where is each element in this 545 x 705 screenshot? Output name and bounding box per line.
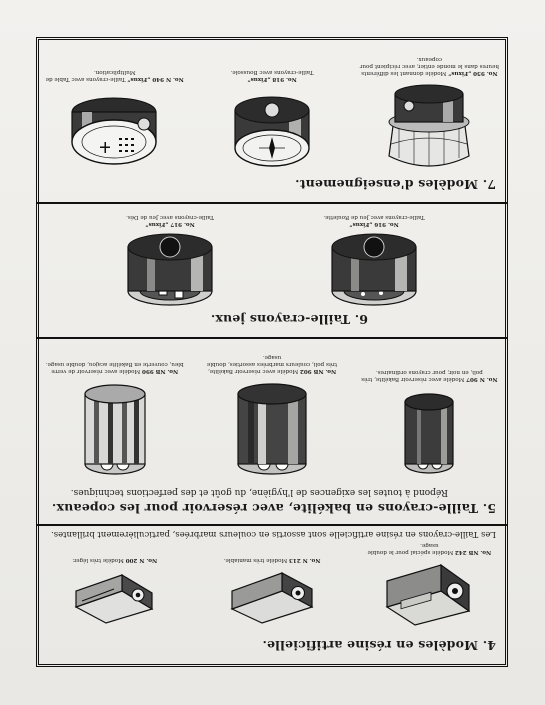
product-caption: No. N 907 Modèle avec réservoir Bakélite… [359, 368, 499, 382]
product-caption: No. NB 902 Modèle avec réservoir Bakélit… [202, 353, 342, 374]
product-item: No. N 200 Modèle très léger. [45, 556, 185, 631]
catalogue-sheet: 4. Modèles en résine artificielle. No. N… [36, 37, 508, 667]
section-7-teaching: 7. Modèles d'enseignement. No. 950 „Fixu… [36, 37, 508, 202]
product-item: No. 950 „Fixus“ Modèle donnant les diffé… [359, 55, 499, 172]
product-text: Taille-crayons avec Jeu de Roulette. [323, 214, 425, 220]
product-item: No. 916 „Fixus“Taille-crayons avec Jeu d… [304, 213, 444, 309]
product-text: Taille-crayons avec Boussole. [230, 69, 314, 75]
product-row: No. N 907 Modèle avec réservoir Bakélite… [36, 353, 508, 478]
section-title: 5. Taille-crayons en bakélite, avec rése… [51, 501, 496, 516]
product-code: No. N 200 [125, 557, 158, 563]
product-text: Modèle très léger. [72, 557, 124, 563]
product-caption: No. 950 „Fixus“ Modèle donnant les diffé… [359, 55, 499, 76]
product-text: Modèle spécial pour le double usage. [367, 542, 454, 555]
product-caption: No. NB 242 Modèle spécial pour le double… [359, 541, 499, 555]
product-code: No. 916 „Fixus“ [349, 221, 399, 227]
product-code: No. NB 242 [454, 549, 492, 555]
compass-sharpener-icon [234, 96, 310, 167]
product-code: No. N 213 [289, 557, 321, 563]
product-row: No. 950 „Fixus“ Modèle donnant les diffé… [36, 55, 508, 172]
section-title: 6. Taille-crayons jeux. [210, 312, 368, 327]
product-caption: No. N 940 „Fixus“ Taille-crayons avec Ta… [45, 68, 185, 82]
product-caption: No. 917 „Fixus“Taille-crayons avec Jeu d… [100, 213, 240, 227]
product-caption: No. N 200 Modèle très léger. [45, 556, 185, 563]
canister-sharpener-icon [404, 393, 454, 474]
product-caption: No. NB 990 Modèle avec réservoir de verr… [45, 360, 185, 374]
roulette-sharpener-icon [331, 233, 417, 306]
product-text: Taille-crayons avec Table de Multiplicat… [45, 69, 136, 82]
product-item: No. NB 242 Modèle spécial pour le double… [359, 541, 499, 631]
product-code: No. NB 902 [299, 368, 337, 374]
product-code: No. 918 „Fixus“ [247, 76, 297, 82]
dice-sharpener-icon [127, 233, 213, 306]
small-sharpener-icon [74, 573, 154, 624]
product-row: No. NB 242 Modèle spécial pour le double… [36, 541, 508, 631]
product-item: No. N 213 Modèle très maniable. [202, 556, 342, 631]
product-code: No. 917 „Fixus“ [145, 221, 195, 227]
product-item: No. 918 „Fixus“Taille-crayons avec Bouss… [202, 68, 342, 172]
product-row: No. 916 „Fixus“Taille-crayons avec Jeu d… [36, 213, 508, 309]
block-sharpener-icon [385, 563, 471, 626]
product-code: No. N 907 [466, 376, 498, 382]
product-code: No. N 940 „Fixus“ [127, 76, 184, 82]
product-caption: No. N 213 Modèle très maniable. [202, 556, 342, 563]
product-text: Modèle très maniable. [223, 557, 288, 563]
product-item: No. 917 „Fixus“Taille-crayons avec Jeu d… [100, 213, 240, 309]
section-title: 7. Modèles d'enseignement. [294, 177, 496, 192]
product-code: No. 950 „Fixus“ [448, 70, 498, 76]
globe-sharpener-icon [388, 84, 470, 167]
section-4-resin: 4. Modèles en résine artificielle. No. N… [36, 524, 508, 667]
product-item: No. NB 990 Modèle avec réservoir de verr… [45, 360, 185, 478]
product-item: No. N 940 „Fixus“ Taille-crayons avec Ta… [45, 68, 185, 172]
section-5-bakelite: 5. Taille-crayons en bakélite, avec rése… [36, 337, 508, 524]
section-6-games: 6. Taille-crayons jeux. No. 916 „Fixus“T… [36, 202, 508, 337]
product-code: No. NB 990 [142, 368, 179, 374]
canister-sharpener-icon [237, 383, 307, 475]
product-caption: No. 916 „Fixus“Taille-crayons avec Jeu d… [304, 213, 444, 227]
product-text: Taille-crayons avec Jeu de Dés. [126, 214, 214, 220]
section-subtitle: Les Taille-crayons en résine artificiell… [51, 529, 496, 539]
section-subtitle: Répond à toutes les exigences de l'hygiè… [70, 487, 448, 497]
product-item: No. N 907 Modèle avec réservoir Bakélite… [359, 368, 499, 478]
section-title: 4. Modèles en résine artificielle. [262, 638, 496, 653]
product-text: Modèle avec réservoir Bakélite, très pol… [361, 369, 483, 382]
glass-canister-sharpener-icon [84, 384, 146, 475]
product-caption: No. 918 „Fixus“Taille-crayons avec Bouss… [202, 68, 342, 82]
multiplication-table-sharpener-icon [70, 97, 157, 165]
wedge-sharpener-icon [230, 572, 314, 624]
product-item: No. NB 902 Modèle avec réservoir Bakélit… [202, 353, 342, 478]
